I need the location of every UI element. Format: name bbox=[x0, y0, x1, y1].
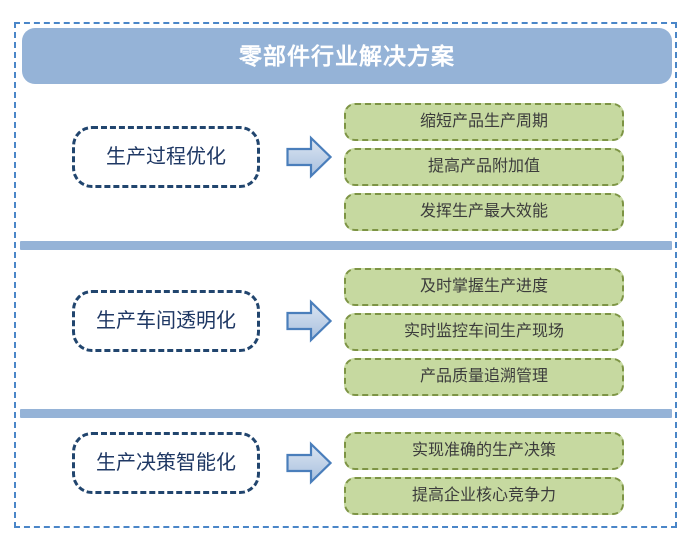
outcome-item[interactable]: 实时监控车间生产现场 bbox=[344, 313, 624, 351]
outcome-item[interactable]: 提高企业核心竞争力 bbox=[344, 477, 624, 515]
outcome-item[interactable]: 产品质量追溯管理 bbox=[344, 358, 624, 396]
stage-label: 生产决策智能化 bbox=[96, 452, 236, 474]
outcome-item[interactable]: 发挥生产最大效能 bbox=[344, 193, 624, 231]
right-block-arrow-icon bbox=[286, 299, 332, 343]
outcome-label: 缩短产品生产周期 bbox=[419, 113, 548, 130]
section-decision-intelligence: 生产决策智能化 实现准确的生产决策 提高企业核心竞争力 bbox=[20, 420, 672, 528]
outcome-list: 缩短产品生产周期 提高产品附加值 发挥生产最大效能 bbox=[344, 103, 624, 231]
outcome-label: 提高产品附加值 bbox=[427, 158, 540, 175]
stage-label: 生产过程优化 bbox=[106, 146, 226, 168]
outcome-label: 及时掌握生产进度 bbox=[419, 278, 548, 295]
outcome-label: 实时监控车间生产现场 bbox=[403, 323, 564, 340]
right-block-arrow-icon bbox=[286, 441, 332, 485]
outcome-label: 实现准确的生产决策 bbox=[411, 442, 556, 459]
outcome-label: 产品质量追溯管理 bbox=[419, 368, 548, 385]
outcome-item[interactable]: 提高产品附加值 bbox=[344, 148, 624, 186]
stage-box[interactable]: 生产车间透明化 bbox=[72, 290, 260, 352]
outcome-list: 实现准确的生产决策 提高企业核心竞争力 bbox=[344, 432, 624, 515]
stage-label: 生产车间透明化 bbox=[96, 310, 236, 332]
header-banner: 零部件行业解决方案 bbox=[22, 28, 672, 84]
outcome-list: 及时掌握生产进度 实时监控车间生产现场 产品质量追溯管理 bbox=[344, 268, 624, 396]
stage-box[interactable]: 生产决策智能化 bbox=[72, 432, 260, 494]
page-title: 零部件行业解决方案 bbox=[239, 42, 455, 69]
right-block-arrow-icon bbox=[286, 135, 332, 179]
outcome-item[interactable]: 缩短产品生产周期 bbox=[344, 103, 624, 141]
outcome-label: 发挥生产最大效能 bbox=[419, 203, 548, 220]
outcome-item[interactable]: 及时掌握生产进度 bbox=[344, 268, 624, 306]
section-divider bbox=[20, 241, 672, 250]
section-production-process-optimization: 生产过程优化 缩短产品生产周期 提高产品附加值 发挥生产最大 bbox=[20, 92, 672, 232]
section-workshop-transparency: 生产车间透明化 及时掌握生产进度 实时监控车间生产现场 产品 bbox=[20, 252, 672, 402]
section-divider bbox=[20, 409, 672, 418]
outcome-item[interactable]: 实现准确的生产决策 bbox=[344, 432, 624, 470]
stage-box[interactable]: 生产过程优化 bbox=[72, 126, 260, 188]
outcome-label: 提高企业核心竞争力 bbox=[411, 487, 556, 504]
